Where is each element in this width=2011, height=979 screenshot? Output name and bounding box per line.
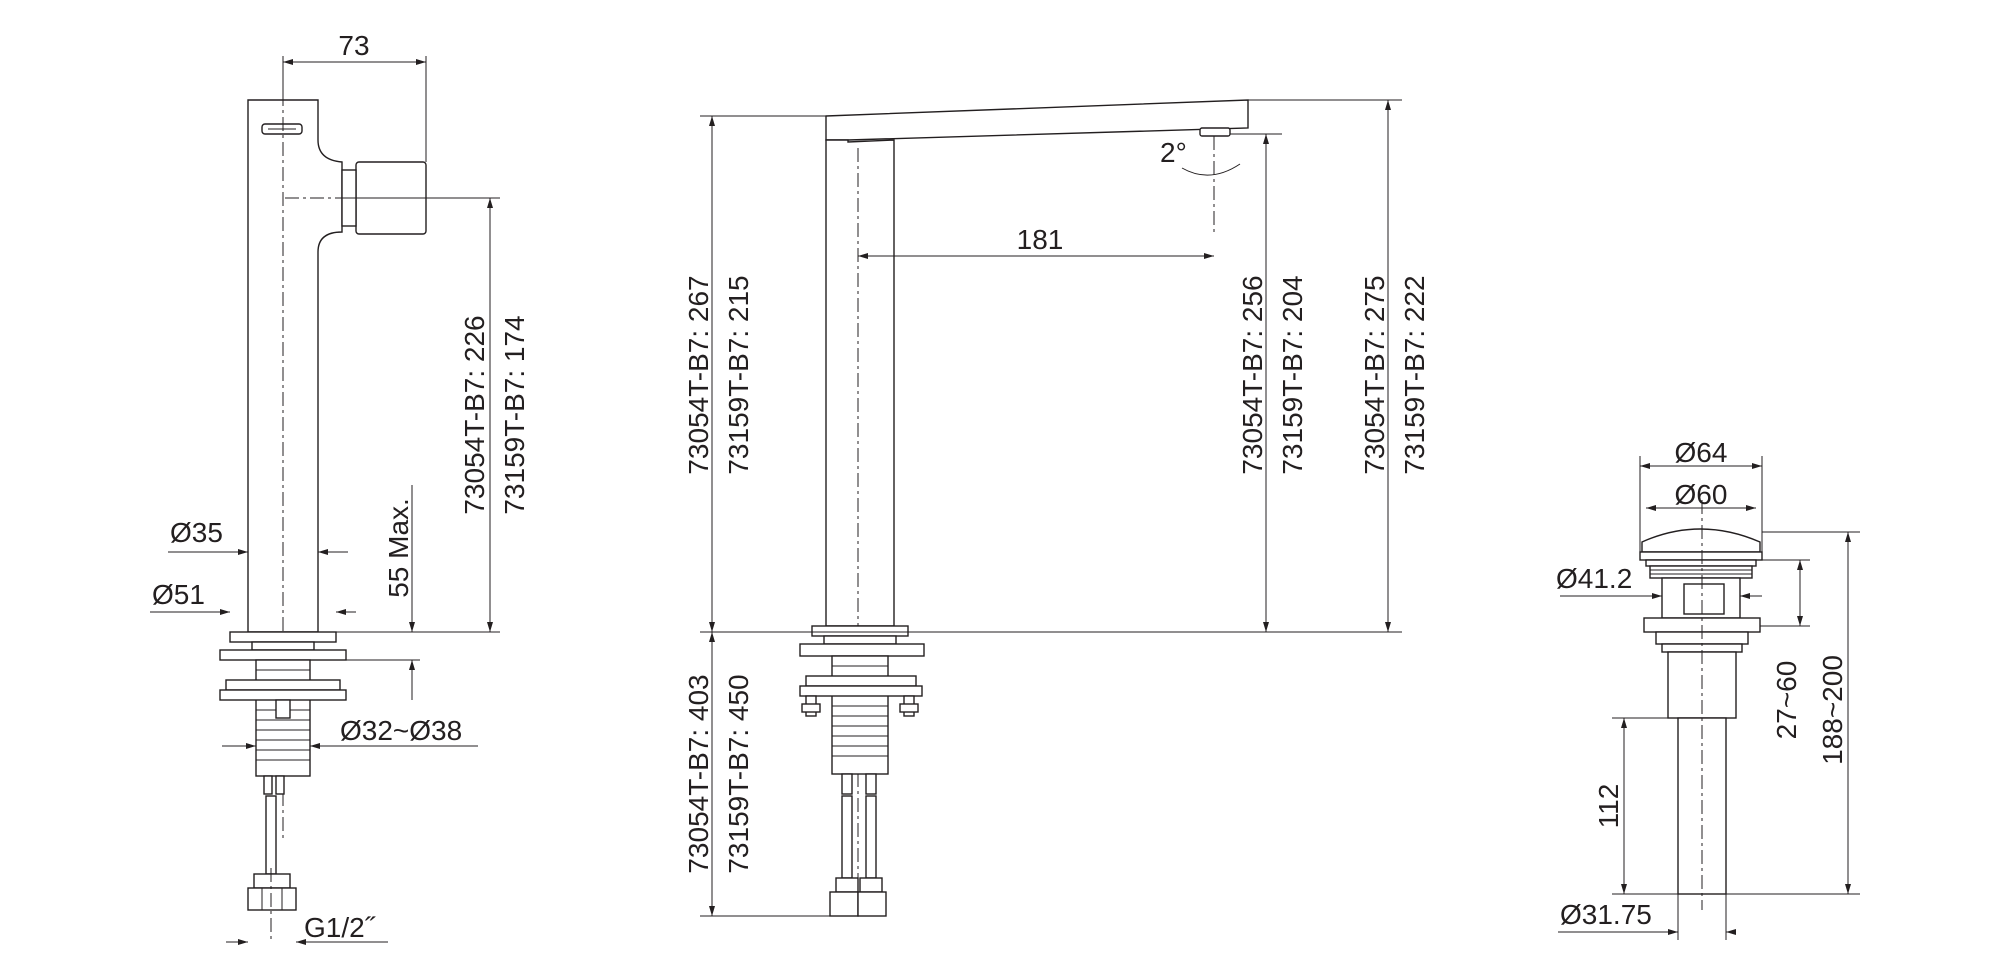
dim-side-hole-dia: Ø32~Ø38 (340, 715, 462, 746)
dim-front-left-height-b: 73159T-B7: 215 (723, 275, 754, 474)
side-base (229, 631, 337, 643)
dim-side-width: 73 (338, 30, 369, 61)
dim-front-left-height-a: 73054T-B7: 267 (683, 275, 714, 474)
dim-waste-flange-dia: Ø64 (1675, 437, 1728, 468)
side-hose-nut (253, 873, 291, 889)
dim-waste-body-dia: Ø41.2 (1556, 563, 1632, 594)
front-base (811, 625, 909, 637)
dim-waste-clamp-range: 27~60 (1771, 661, 1802, 740)
side-washer (225, 679, 341, 691)
dim-side-base-dia: Ø51 (152, 579, 205, 610)
front-body (825, 139, 895, 627)
front-hose-left (841, 795, 853, 879)
dim-waste-length-range: 188~200 (1817, 655, 1848, 765)
dim-front-outlet-height-b: 73159T-B7: 204 (1277, 275, 1308, 474)
front-spout (825, 99, 1249, 141)
front-washer (805, 675, 917, 687)
dim-side-body-dia: Ø35 (170, 517, 223, 548)
dim-front-total-height-b: 73159T-B7: 222 (1399, 275, 1430, 474)
side-body (247, 99, 343, 633)
front-hose-nut-right (857, 891, 887, 917)
dim-waste-tail-dia: Ø31.75 (1560, 899, 1652, 930)
side-hose (265, 795, 277, 875)
dim-front-outlet-height-a: 73054T-B7: 256 (1237, 275, 1268, 474)
dim-front-total-height-a: 73054T-B7: 275 (1359, 275, 1390, 474)
waste-cap (1641, 528, 1761, 553)
dim-side-height-b: 73159T-B7: 174 (499, 315, 530, 514)
dim-front-hose-b: 73159T-B7: 450 (723, 674, 754, 873)
dim-side-height-a: 73054T-B7: 226 (459, 315, 490, 514)
dim-waste-cap-dia: Ø60 (1675, 479, 1728, 510)
front-shank (831, 655, 889, 775)
dim-side-connection: G1/2˝ (304, 912, 376, 943)
front-aerator (1199, 127, 1231, 137)
dim-front-hose-a: 73054T-B7: 403 (683, 674, 714, 873)
dim-side-mount-max: 55 Max. (383, 498, 414, 598)
front-hose-right (865, 795, 877, 879)
waste-view: Ø64 Ø60 Ø41.2 27~60 188~200 112 Ø31.75 (1556, 437, 1860, 940)
waste-flange (1639, 551, 1763, 561)
dim-waste-tail-length: 112 (1593, 784, 1624, 829)
front-hose-nut-left (829, 891, 859, 917)
side-view: 73 73054T-B7: 226 73159T-B7: 174 55 Max.… (150, 30, 530, 945)
dim-front-angle: 2° (1160, 137, 1187, 168)
front-view: 181 2° 73054T-B7: 267 73159T-B7: 215 730… (683, 99, 1430, 917)
dim-front-reach: 181 (1017, 224, 1064, 255)
